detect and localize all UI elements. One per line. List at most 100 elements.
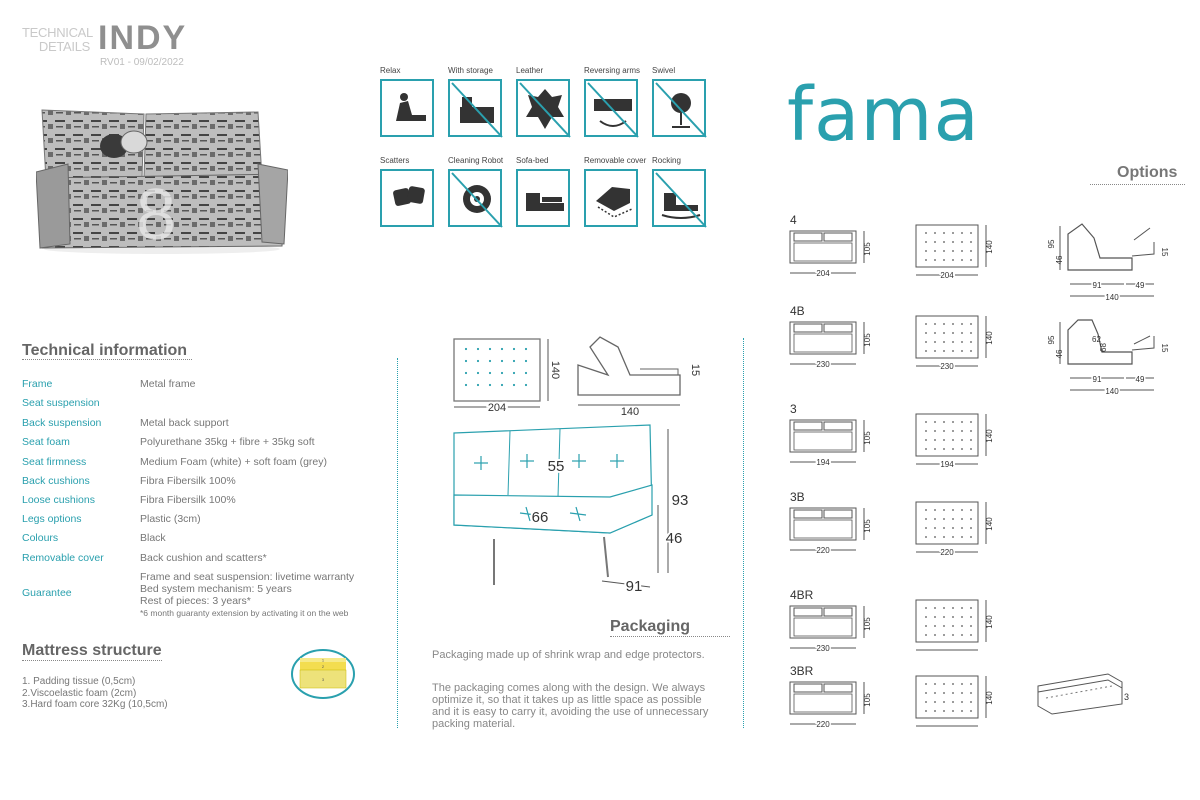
dim-back-height: 55	[548, 458, 565, 475]
dim-extension: 49	[1136, 281, 1145, 290]
swivel-chair-icon	[652, 79, 707, 138]
dim-bed-length: 140	[985, 691, 994, 705]
tech-label: Colours	[22, 532, 59, 544]
brand-logo: fama	[787, 72, 980, 158]
dim-bed-length: 140	[985, 429, 994, 443]
side-view-option-4: 95 46 15 91 49 140	[1047, 223, 1169, 304]
feature-label: With storage	[448, 66, 493, 75]
feature-swivel-chair: Swivel	[652, 67, 710, 138]
svg-text:8: 8	[136, 175, 176, 254]
dim-seat: 46	[1055, 255, 1064, 264]
option-sofa-plan: 220 105	[789, 507, 872, 557]
tech-label: Legs options	[22, 513, 82, 525]
dim-mattress: 15	[1160, 344, 1169, 353]
reversing-arms-icon	[584, 79, 639, 138]
dim-bed-length: 140	[985, 240, 994, 254]
tech-value: Metal frame	[140, 378, 196, 390]
guarantee-note: *6 month guaranty extension by activatin…	[140, 608, 349, 618]
dim-bed-length: 140	[985, 615, 994, 629]
dim-sofa-depth: 105	[863, 519, 872, 533]
tech-label: Seat foam	[22, 436, 70, 448]
option-bed-plan: 140	[915, 599, 994, 651]
mattress-layer-list: 1. Padding tissue (0,5cm) 2.Viscoelastic…	[22, 676, 168, 711]
dim-sofa-depth: 105	[863, 431, 872, 445]
guarantee-line: Frame and seat suspension: livetime warr…	[140, 571, 355, 583]
dim-bed-width: 204	[488, 402, 506, 414]
feature-leather-hide: Leather	[516, 66, 574, 138]
cleaning-robot-icon	[448, 169, 503, 228]
technical-info-title: Technical information	[22, 342, 188, 359]
mattress-layer: 1. Padding tissue (0,5cm)	[22, 676, 136, 687]
leather-hide-icon	[516, 79, 571, 138]
scatter-cushions-icon	[380, 169, 434, 227]
tech-value: Fibra Fibersilk 100%	[140, 475, 236, 487]
product-photo: 8	[36, 109, 288, 254]
tech-label: Removable cover	[22, 552, 104, 564]
column-separator	[397, 358, 398, 728]
dim-sofa-width: 220	[816, 720, 830, 729]
guarantee-line: Bed system mechanism: 5 years	[140, 583, 292, 595]
feature-label: Reversing arms	[584, 66, 641, 75]
mattress-layer: 2.Viscoelastic foam (2cm)	[22, 687, 137, 699]
packaging-divider	[610, 636, 730, 637]
option-label: 3BR	[790, 664, 814, 678]
dim-open-depth: 140	[621, 406, 639, 418]
mattress-layer-label: 3	[322, 677, 325, 682]
dim-sofa-depth: 105	[863, 242, 872, 256]
guarantee-value: Frame and seat suspension: livetime warr…	[140, 571, 354, 619]
technical-info-divider	[22, 359, 192, 360]
feature-label: Relax	[380, 66, 401, 75]
dim-total: 140	[1105, 293, 1119, 302]
dim-depth: 91	[1093, 281, 1102, 290]
dim-bed-width: 230	[940, 362, 954, 371]
feature-storage: With storage	[448, 66, 506, 138]
feature-label: Leather	[516, 66, 544, 75]
feature-relax-chair: Relax	[380, 67, 438, 137]
option-sofa-plan: 194 105	[789, 419, 872, 469]
main-technical-drawing: 204 140 140 15 55 66 93 46 91	[453, 336, 701, 597]
tech-value: Back cushion and scatters*	[140, 552, 267, 564]
dim-sofa-width: 204	[816, 269, 830, 278]
dim-seat: 46	[1055, 349, 1064, 358]
option-bed-plan: 194 140	[915, 413, 994, 471]
tech-value: Medium Foam (white) + soft foam (grey)	[140, 456, 328, 468]
tech-label: Seat firmness	[22, 456, 87, 468]
packaging-title: Packaging	[610, 618, 691, 635]
tech-label: Back suspension	[22, 417, 102, 429]
option-sofa-plan: 204 105	[789, 230, 872, 280]
dim-sofa-width: 230	[816, 644, 830, 653]
dim-sofa-depth: 105	[863, 693, 872, 707]
tech-value: Polyurethane 35kg + fibre + 35kg soft	[140, 436, 315, 448]
feature-label: Cleaning Robot	[448, 156, 504, 165]
mattress-title: Mattress structure	[22, 642, 162, 659]
dim-bed-width: 194	[940, 460, 954, 469]
side-view-option-4b: 95 46 62 68 15 91 49 140	[1047, 319, 1169, 398]
feature-label: Removable cover	[584, 156, 647, 165]
packaging-text-2: The packaging comes along with the desig…	[432, 682, 709, 730]
feature-reversing-arms: Reversing arms	[584, 66, 642, 138]
dim-bed-length: 140	[985, 517, 994, 531]
dim-mattress-thickness: 15	[689, 364, 701, 376]
dim-seat-height: 46	[666, 530, 683, 547]
feature-label: Sofa-bed	[516, 156, 549, 165]
dim-sofa-width: 230	[816, 360, 830, 369]
feature-scatter-cushions: Scatters	[380, 157, 438, 227]
tech-label: Seat suspension	[22, 397, 100, 409]
feature-sofa-bed: Sofa-bed	[516, 157, 574, 227]
dim-sofa-width: 194	[816, 458, 830, 467]
dim-bed-width: 204	[940, 271, 954, 280]
tech-label: Back cushions	[22, 475, 90, 487]
dim-total-height: 93	[672, 492, 689, 509]
perspective-label: 3	[1124, 692, 1129, 702]
mattress-layers-diagram: 1 2 3	[291, 649, 355, 699]
dim-sofa-width: 220	[816, 546, 830, 555]
sofa-bed-icon	[516, 169, 570, 227]
dim-seat-width: 66	[532, 509, 549, 526]
tech-value: Fibra Fibersilk 100%	[140, 494, 236, 506]
header-subtitle: TECHNICAL DETAILS	[22, 26, 93, 54]
feature-removable-cover: Removable cover	[584, 156, 647, 227]
dim-depth: 91	[626, 578, 643, 595]
relax-chair-icon	[380, 79, 434, 137]
